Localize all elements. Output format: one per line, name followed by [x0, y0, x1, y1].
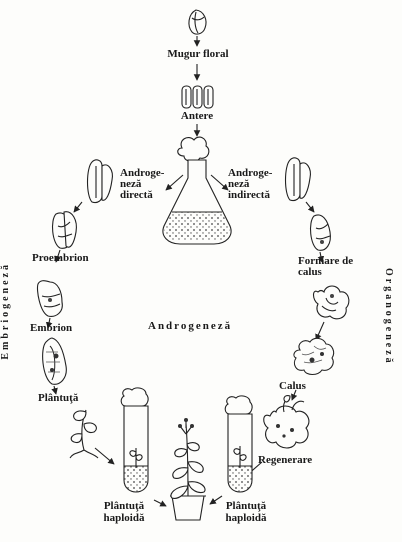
label-androgeneza-indirecta: Androge- neză indirectă: [228, 167, 273, 201]
arrow-to-embrion: [45, 317, 53, 329]
pollen-direct-icon: [86, 159, 113, 204]
potted-haploid-plant-icon: [170, 418, 206, 521]
arrow-to-calus: [315, 321, 325, 341]
pollen-indirect-icon: [284, 157, 311, 202]
side-label-embriogeneza: Embriogeneză: [0, 262, 11, 360]
label-regenerare: Regenerare: [258, 454, 313, 466]
arrow-to-regen: [291, 389, 298, 401]
label-embrion: Embrion: [30, 322, 73, 334]
arrow-to-tube-left: [94, 447, 115, 465]
embryo-icon: [42, 337, 67, 385]
anthers-icon: [181, 85, 214, 109]
label-plantuta: Plântuţă: [38, 392, 79, 404]
center-title-androgeneza: Androgeneză: [148, 320, 233, 332]
label-mugur-floral: Mugur floral: [167, 48, 229, 60]
arrow-right-to-plant: [209, 495, 223, 505]
arrow-indirect-to-cells: [305, 201, 315, 213]
dividing-cells-right-icon: [309, 214, 331, 251]
label-plantuta-haploida-right: Plântuţă haploidă: [225, 500, 267, 524]
plantlet-left-icon: [69, 409, 99, 459]
arrow-to-plantuta: [51, 385, 58, 395]
label-androgeneza-directa: Androge- neză directă: [120, 167, 165, 201]
label-plantuta-haploida-left: Plântuţă haploidă: [103, 500, 145, 524]
label-proembrion: Proembrion: [32, 252, 89, 264]
proembryo-icon: [36, 280, 63, 317]
test-tube-right-icon: [224, 395, 253, 493]
dividing-cells-icon: [51, 211, 77, 249]
flower-bud-icon: [188, 9, 207, 35]
arrow-to-formare: [317, 251, 325, 263]
arrow-flask-to-direct: [165, 174, 184, 191]
test-tube-left-icon: [120, 387, 149, 493]
regeneration-icon: [263, 395, 310, 449]
arrow-left-to-plant: [153, 499, 167, 507]
label-calus: Calus: [279, 380, 306, 392]
arrow-flask-to-indirect: [210, 174, 229, 191]
callus-forming-icon: [312, 285, 350, 320]
label-antere: Antere: [180, 110, 214, 122]
arrow-direct-to-cells: [73, 201, 83, 213]
callus-icon: [293, 337, 335, 376]
culture-flask-icon: [162, 136, 232, 245]
label-formare-de-calus: Formare de calus: [298, 255, 354, 278]
arrow-to-proembrion: [54, 249, 61, 263]
side-label-organogeneza: Organogeneză: [383, 268, 394, 366]
